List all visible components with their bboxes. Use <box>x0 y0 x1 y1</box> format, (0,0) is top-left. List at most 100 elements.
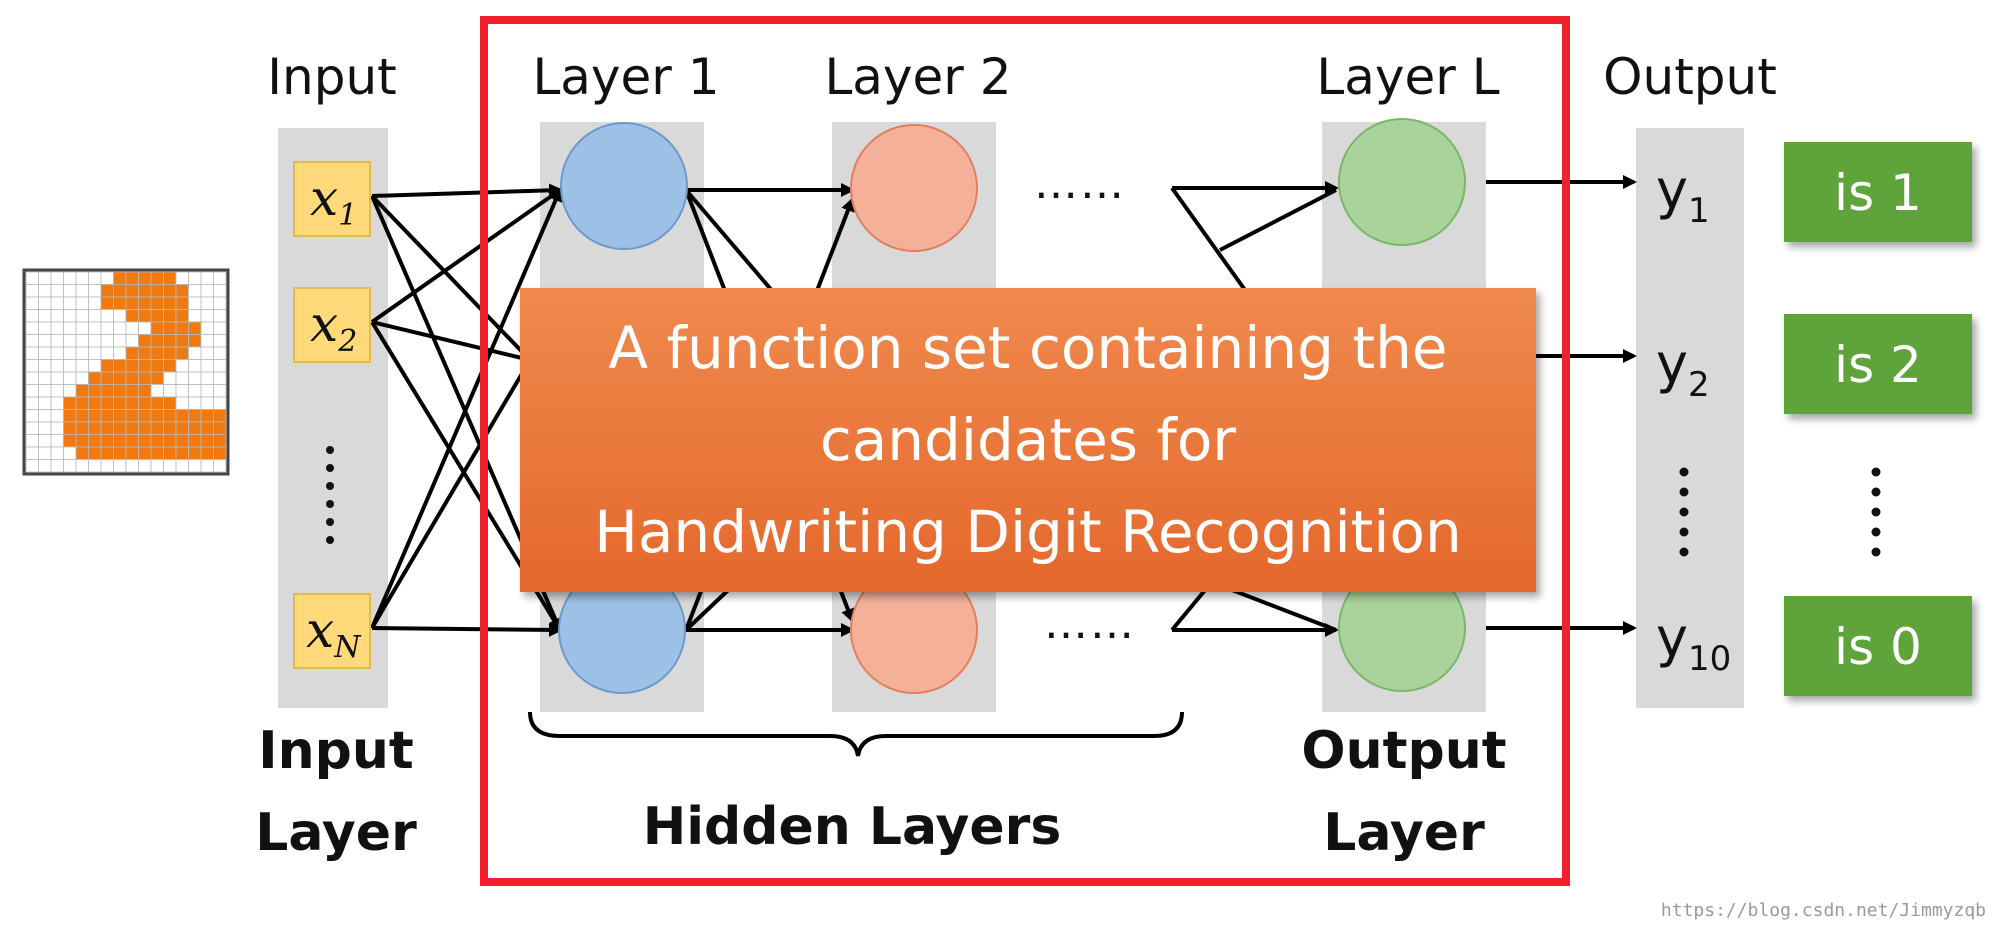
digit-pixel <box>175 409 189 423</box>
digit-pixel <box>163 334 177 348</box>
output-y10-label: y10 <box>1656 606 1731 679</box>
layer1-neuron-top <box>560 122 688 250</box>
digit-pixel <box>125 346 139 360</box>
digit-pixel <box>100 271 114 285</box>
digit-pixel <box>25 384 39 398</box>
digit-pixel <box>50 371 64 385</box>
digit-pixel <box>125 359 139 373</box>
digit-pixel <box>50 409 64 423</box>
digit-pixel <box>188 446 202 460</box>
digit-pixel <box>163 271 177 285</box>
digit-pixel <box>88 284 102 298</box>
digit-pixel <box>50 384 64 398</box>
digit-pixel <box>38 384 52 398</box>
digit-pixel <box>38 371 52 385</box>
digit-pixel <box>163 396 177 410</box>
digit-pixel <box>138 446 152 460</box>
digit-pixel <box>100 434 114 448</box>
digit-pixel <box>125 396 139 410</box>
digit-pixel <box>100 296 114 310</box>
digit-pixel <box>113 384 127 398</box>
input-to-layer1-connection <box>370 194 532 362</box>
digit-pixel <box>163 359 177 373</box>
digit-pixel <box>38 421 52 435</box>
digit-pixel <box>88 359 102 373</box>
digit-pixel <box>38 296 52 310</box>
digit-pixel <box>50 446 64 460</box>
digit-pixel <box>200 334 214 348</box>
digit-pixel <box>150 284 164 298</box>
digit-pixel <box>150 359 164 373</box>
digit-pixel <box>163 384 177 398</box>
digit-pixel <box>25 321 39 335</box>
input-to-layer1-connection <box>370 358 532 630</box>
input-x2-label: x2 <box>310 295 357 359</box>
digit-pixel <box>125 271 139 285</box>
digit-pixel <box>38 284 52 298</box>
digit-pixel <box>213 434 227 448</box>
digit-pixel <box>113 271 127 285</box>
digit-pixel <box>50 346 64 360</box>
digit-pixel <box>100 321 114 335</box>
digit-pixel <box>200 384 214 398</box>
digit-pixel <box>88 384 102 398</box>
digit-pixel <box>213 321 227 335</box>
input-vertical-ellipsis <box>326 446 334 544</box>
digit-pixel <box>63 421 77 435</box>
digit-pixel <box>188 359 202 373</box>
digit-pixel <box>163 309 177 323</box>
digit-pixel <box>138 271 152 285</box>
digit-pixel <box>138 371 152 385</box>
digit-pixel <box>175 384 189 398</box>
digit-pixel <box>175 271 189 285</box>
digit-pixel <box>75 346 89 360</box>
result-box-1 <box>1784 142 1972 242</box>
digit-pixel <box>88 321 102 335</box>
digit-pixel <box>50 359 64 373</box>
digit-pixel <box>88 396 102 410</box>
digit-pixel <box>175 371 189 385</box>
output-layer-label-line1: Output <box>1301 721 1506 781</box>
digit-pixel <box>175 321 189 335</box>
layerL-title: Layer L <box>1316 48 1499 106</box>
digit-pixel <box>50 321 64 335</box>
digit-pixel <box>200 421 214 435</box>
digit-pixel <box>50 459 64 473</box>
digit-pixel <box>125 309 139 323</box>
digit-pixel <box>125 409 139 423</box>
digit-pixel <box>88 271 102 285</box>
digit-pixel <box>38 334 52 348</box>
digit-pixel <box>75 321 89 335</box>
digit-pixel <box>75 384 89 398</box>
input-layer-label-line2: Layer <box>255 803 417 863</box>
layer-ellipsis-top: …… <box>1034 158 1126 209</box>
digit-pixel <box>113 296 127 310</box>
input-layer-label-line1: Input <box>258 721 413 781</box>
hidden-layers-label: Hidden Layers <box>643 797 1062 857</box>
digit-pixel <box>188 296 202 310</box>
digit-pixel <box>175 421 189 435</box>
digit-pixel <box>163 321 177 335</box>
digit-pixel <box>200 346 214 360</box>
digit-pixel <box>38 309 52 323</box>
digit-pixel <box>38 446 52 460</box>
digit-pixel <box>113 346 127 360</box>
digit-pixel <box>100 359 114 373</box>
digit-pixel <box>138 334 152 348</box>
input-cell-xN <box>293 593 371 669</box>
digit-pixel <box>25 334 39 348</box>
digit-pixel <box>63 309 77 323</box>
digit-pixel <box>100 346 114 360</box>
layer1-to-layer2-connection <box>684 188 782 302</box>
digit-pixel <box>200 309 214 323</box>
digit-pixel <box>213 459 227 473</box>
function-set-highlight-frame <box>480 16 1570 886</box>
digit-pixel <box>138 409 152 423</box>
digit-pixel <box>25 284 39 298</box>
digit-pixel <box>100 459 114 473</box>
watermark: https://blog.csdn.net/Jimmyzqb <box>1661 900 1986 921</box>
digit-pixel <box>75 396 89 410</box>
digit-pixel <box>163 346 177 360</box>
input-cell-x2 <box>293 287 371 363</box>
digit-pixel <box>113 446 127 460</box>
